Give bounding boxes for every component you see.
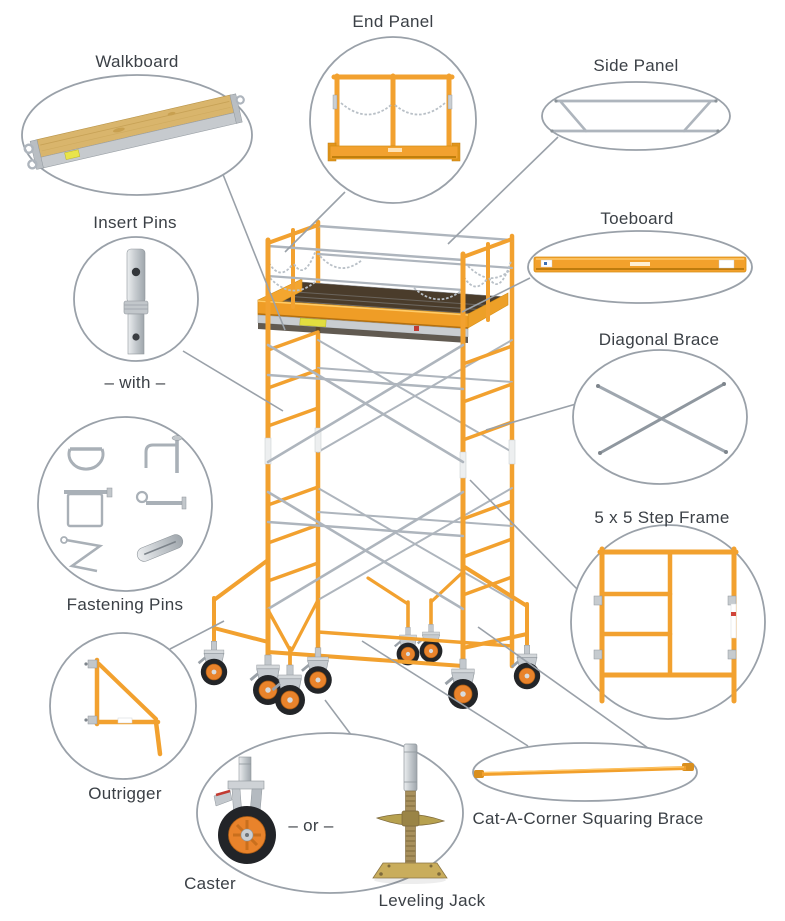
walkboard-hook: [235, 95, 245, 105]
frame-clamp: [727, 649, 737, 660]
end-panel-leader: [284, 191, 346, 253]
tower-cross-braces: [266, 343, 465, 611]
walkboard-leader: [221, 171, 286, 331]
frame-clamp: [593, 649, 603, 660]
outrigger-illustration: [84, 657, 163, 757]
tower-casters: [197, 639, 542, 717]
snap-pin-loop: [66, 492, 104, 528]
callout-leaders: [169, 136, 649, 749]
step-frame-leader: [469, 479, 579, 591]
outrigger-leader: [169, 620, 225, 650]
coupling-sticker: [508, 439, 516, 465]
insert-pin-illustration: [123, 248, 149, 355]
step-frame-illustration: [593, 546, 739, 704]
side-panel-bubble: [541, 81, 731, 151]
cat-a-corner-illustration: [474, 763, 694, 778]
toeboard-illustration: [533, 256, 747, 273]
l-pin: [144, 443, 177, 468]
fastening-pins-illustration: [60, 435, 187, 573]
scaffold-tower: [197, 219, 542, 717]
outrigger-clamp: [87, 659, 98, 669]
deck-sticker: [299, 317, 327, 328]
caster-jack-leader: [324, 699, 353, 737]
label-end-panel: End Panel: [352, 12, 434, 31]
cat-a-corner-leader-left: [361, 640, 529, 747]
label-caster: Caster: [184, 874, 236, 893]
label-insert-pins: Insert Pins: [93, 213, 177, 232]
coupling-sticker: [459, 451, 467, 479]
toeboard-leader: [461, 277, 531, 313]
end-panel-illustration: [327, 73, 461, 162]
guardrail-chain: [319, 255, 363, 269]
label-fastening-pins: Fastening Pins: [66, 595, 184, 614]
tower-front-frames: [264, 237, 516, 687]
diagonal-brace-illustration: [596, 382, 728, 455]
leveling-jack-illustration: [372, 743, 448, 884]
label-or-connector: – or –: [288, 816, 334, 835]
hitch-pin-ring: [135, 490, 149, 504]
d-clip-pin: [67, 448, 105, 471]
coupling-sticker: [314, 427, 322, 453]
walkboard-sticker: [64, 149, 81, 160]
coupling-sticker: [264, 437, 272, 465]
tower-platform: [257, 278, 509, 343]
label-side-panel: Side Panel: [593, 56, 679, 75]
tower-guardrails: [266, 223, 514, 322]
deck-red-mark: [414, 326, 419, 331]
side-panel-leader: [447, 136, 559, 245]
end-panel-toeboard: [329, 145, 459, 160]
label-with-connector: – with –: [104, 373, 166, 392]
label-walkboard: Walkboard: [95, 52, 179, 71]
label-outrigger: Outrigger: [88, 784, 162, 803]
frame-clamp: [727, 595, 737, 606]
z-pin: [65, 538, 104, 573]
outrigger-bubble: [49, 632, 197, 780]
diagonal-brace-leader: [485, 403, 577, 431]
label-cat-a-corner: Cat-A-Corner Squaring Brace: [472, 809, 704, 828]
callout-bubbles: [21, 36, 766, 894]
walkboard-illustration: [23, 93, 245, 170]
walkboard-hook: [23, 143, 34, 154]
label-leveling-jack: Leveling Jack: [378, 891, 486, 910]
jack-base-plate: [372, 862, 448, 879]
guardrail-chain: [467, 265, 511, 279]
label-toeboard: Toeboard: [600, 209, 674, 228]
frame-clamp: [593, 595, 603, 606]
insert-pins-leader: [182, 350, 284, 412]
roll-pin: [136, 534, 184, 562]
label-diagonal-brace: Diagonal Brace: [598, 330, 720, 349]
label-step-frame: 5 x 5 Step Frame: [594, 508, 730, 527]
caster-illustration: [213, 756, 276, 864]
walkboard-hook: [27, 159, 38, 170]
cat-a-corner-leader-right: [477, 626, 649, 749]
outrigger-clamp: [87, 715, 98, 725]
side-panel-illustration: [550, 99, 720, 133]
